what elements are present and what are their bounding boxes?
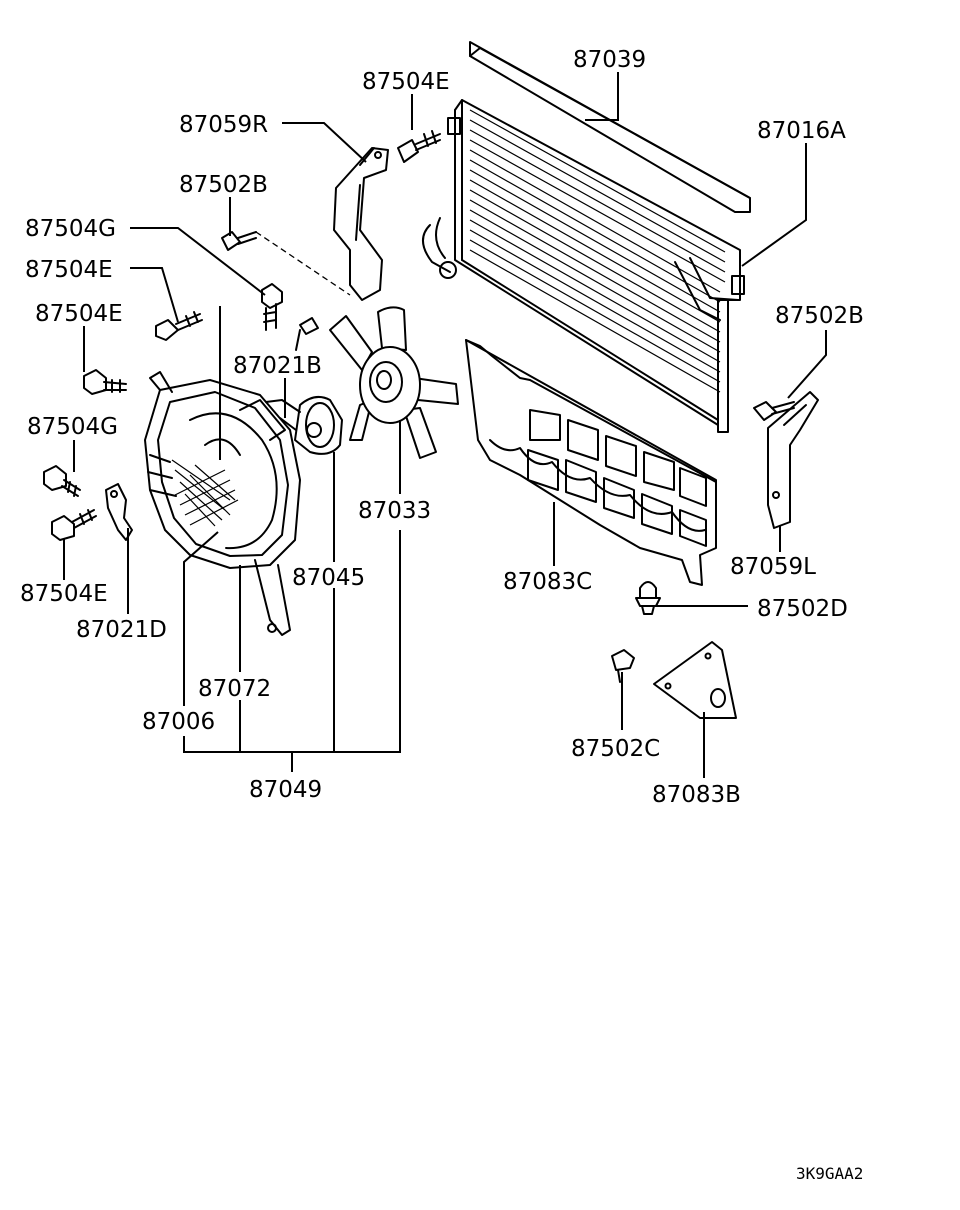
label-87504E-a: 87504E bbox=[25, 257, 113, 283]
label-87072: 87072 bbox=[198, 676, 271, 702]
label-87504G-top: 87504G bbox=[25, 216, 116, 242]
label-87502D: 87502D bbox=[757, 596, 848, 622]
bolt-87504G-mid bbox=[43, 465, 81, 497]
label-87059R: 87059R bbox=[179, 112, 268, 138]
label-87039: 87039 bbox=[573, 47, 646, 73]
label-87083C: 87083C bbox=[503, 569, 592, 595]
bolt-87502B-right bbox=[753, 401, 795, 421]
clip-87502D bbox=[635, 581, 661, 615]
label-87502C: 87502C bbox=[571, 736, 660, 762]
bolt-87504E-b bbox=[83, 369, 127, 395]
bolt-87504E-top bbox=[397, 130, 441, 163]
leader-lines bbox=[63, 72, 827, 778]
label-87502B-right: 87502B bbox=[775, 303, 864, 329]
bolt-87502B-left bbox=[221, 231, 257, 251]
seal-strip-87039 bbox=[469, 41, 751, 213]
label-87049: 87049 bbox=[249, 777, 322, 803]
bolt-87504E-bottom bbox=[51, 509, 97, 541]
condenser-87016A bbox=[422, 99, 745, 433]
label-87021D: 87021D bbox=[76, 617, 167, 643]
label-87033: 87033 bbox=[358, 498, 431, 524]
diagram-code: 3K9GAA2 bbox=[796, 1164, 863, 1183]
fan-motor-87045 bbox=[265, 317, 343, 455]
label-87504E-top: 87504E bbox=[362, 69, 450, 95]
label-87059L: 87059L bbox=[730, 554, 816, 580]
bracket-87059R bbox=[333, 147, 389, 301]
clip-87502C bbox=[611, 649, 635, 683]
bolt-87504E-a bbox=[155, 311, 203, 341]
bracket-87083B bbox=[653, 641, 737, 719]
bracket-87059L bbox=[767, 391, 819, 529]
panel-87083C bbox=[465, 339, 717, 586]
label-87504E-b: 87504E bbox=[35, 301, 123, 327]
label-87083B: 87083B bbox=[652, 782, 741, 808]
label-87006: 87006 bbox=[142, 709, 215, 735]
label-87504G-mid: 87504G bbox=[27, 414, 118, 440]
shroud-87006 bbox=[144, 371, 301, 636]
label-87502B-left: 87502B bbox=[179, 172, 268, 198]
bolt-87504G-top bbox=[261, 283, 283, 331]
label-87016A: 87016A bbox=[757, 118, 846, 144]
fan-87033 bbox=[329, 306, 459, 459]
dashed-line-87502B bbox=[255, 231, 351, 296]
label-87045: 87045 bbox=[292, 565, 365, 591]
label-87504E-bottom: 87504E bbox=[20, 581, 108, 607]
label-87021B: 87021B bbox=[233, 353, 322, 379]
bracket-87021D bbox=[105, 483, 133, 541]
